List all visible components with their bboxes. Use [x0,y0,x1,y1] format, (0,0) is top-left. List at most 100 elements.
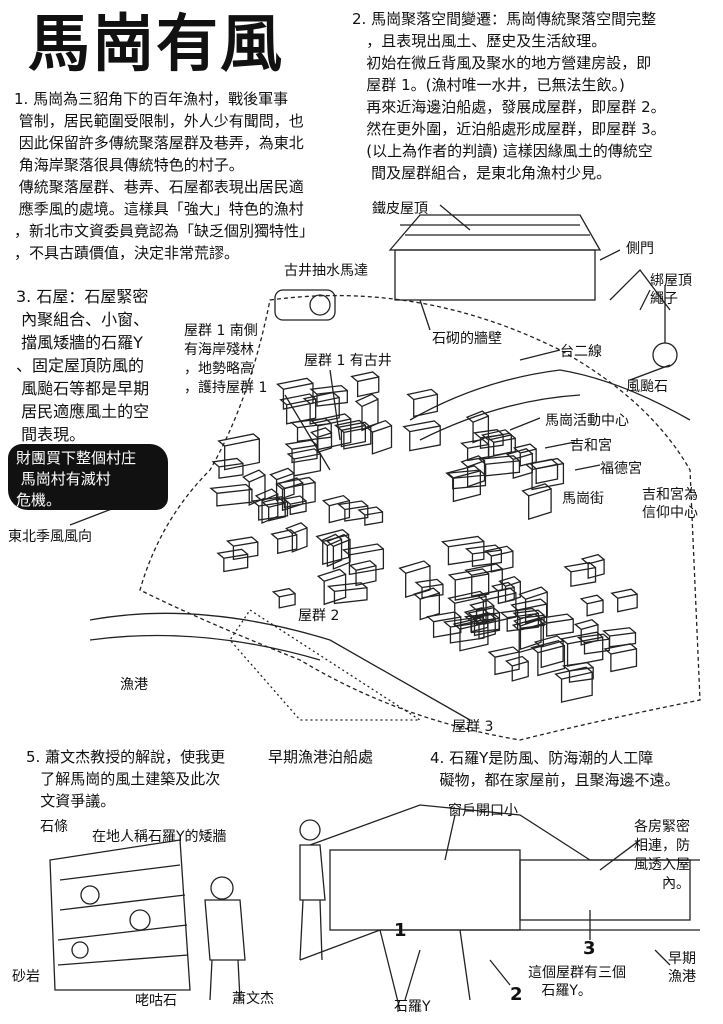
house-block [576,633,610,655]
warning-callout: 財團買下整個村庄 馬崗村有滅村 危機。 [8,444,168,510]
three-walls-label: 這個屋群有三個 石羅Y。 [528,965,626,999]
section-2-text: 2. 馬崗聚落空間變遷：馬崗傳統聚落空間完整 ，且表現出風土、歷史及生活紋理。 … [352,10,666,182]
house-block [460,438,490,462]
stone-wall-label: 石砌的牆壁 [432,331,502,347]
house-block [487,646,520,676]
house-block [341,543,385,576]
house-block [533,635,564,669]
house-block [225,536,259,561]
pump-label: 古井抽水馬達 [284,263,368,279]
early-berth-label: 早期漁港泊船處 [268,748,374,766]
jihe-temple-label: 吉和宮 [570,438,612,454]
house-block [271,587,296,609]
house-block [602,627,637,648]
fude-temple-label: 福德宮 [600,461,642,477]
section-3-text: 3. 石屋：石屋緊密 內聚組合、小窗、 擋風矮牆的石羅Y 、固定屋頂防風的 風颱… [16,287,150,444]
house-block [402,420,441,452]
leader-lines [69,204,671,1001]
house-block [490,581,515,605]
section-4-text: 4. 石羅Y是防風、防海潮的人工障 礙物，都在家屋前，且聚海邊不遠。 [430,749,680,789]
tin-roof-label: 鐵皮屋頂 [372,201,428,217]
house-block [326,582,368,605]
house-block [350,371,380,398]
harbor-label: 漁港 [120,677,148,693]
house-block [563,561,597,588]
house-block [528,458,559,485]
house-block [209,483,253,507]
house-block [446,465,481,503]
house-block [216,548,249,573]
house-block [530,640,566,677]
pump-sketch [274,289,336,321]
house-block [471,612,496,640]
professor-label: 蕭文杰 [232,991,274,1007]
house-block [463,607,489,633]
early-harbor-label: 早期 漁港 [668,951,696,985]
coral-stone-label: 咾咕石 [135,993,177,1009]
house-block [460,455,486,488]
sandstone-label: 砂岩 [12,969,40,985]
house-block [242,469,266,506]
section-1-text: 1. 馬崗為三貂角下的百年漁村，戰後軍事 管制，居民範圍受限制，外人少有聞問，也… [14,90,315,262]
house-block [254,488,279,525]
stone-house-sketch [299,804,700,1011]
house-block [336,421,372,450]
house-block [282,495,307,516]
group3-label: 屋群 3 [452,719,494,735]
house-block [398,560,431,598]
house-block [289,417,332,443]
house-block [447,568,490,601]
stone-wall-sketch [49,839,191,991]
wall-number-1: 1 [394,920,407,941]
activity-center-label: 馬崗活動中心 [545,413,629,429]
small-window-label: 窗戶開口小 [448,803,518,819]
house-block [511,617,544,654]
forest-label: 屋群 1 南側 有海岸殘林 ，地勢略高 ，護持屋群 1 [184,323,268,396]
house-block [560,631,604,667]
house-block [499,607,540,632]
house-block [211,457,244,479]
house-block [504,655,529,682]
professor-figure [204,876,246,1001]
house-block [412,587,441,621]
house-block [554,666,593,703]
house-block [269,467,295,502]
section-5-text: 5. 蕭文杰教授的解說，使我更 了解馬崗的風土建築及此次 文資爭議。 [26,748,226,810]
house-block [310,427,333,454]
page-title: 馬崗有風 [28,7,285,80]
tin-roof-house [388,214,602,301]
house-block [445,469,487,490]
rope-label: 綁屋頂 繩子 [650,273,692,307]
house-block [539,613,574,637]
house-block [603,643,638,673]
house-block [357,506,384,526]
house-block [302,391,340,425]
house-block [275,377,314,410]
house-block [483,545,514,573]
group2-label: 屋群 2 [298,608,340,624]
house-block [406,388,439,418]
wall-number-3: 3 [583,938,596,959]
house-block [580,553,605,580]
house-block [337,500,369,522]
house-block [316,568,347,606]
house-block [440,535,485,566]
well-label: 屋群 1 有古井 [304,353,392,369]
village-sketch [89,294,701,741]
house-block [276,476,316,509]
house-block [426,611,462,638]
house-block [315,528,350,566]
stone-strip-label: 石條 [40,819,68,835]
close-rooms-label: 各房緊密 相連，防 風透入屋 內。 [634,819,690,892]
house-block [469,599,495,626]
house-block [414,578,444,599]
side-door-label: 側門 [626,241,654,257]
house-block [510,598,548,631]
house-block [610,588,638,613]
shiluoya-label: 石羅Y [394,999,431,1015]
house-block [285,522,308,553]
house-block [365,419,393,455]
house-block [321,494,351,524]
street-label: 馬崗街 [562,491,604,507]
